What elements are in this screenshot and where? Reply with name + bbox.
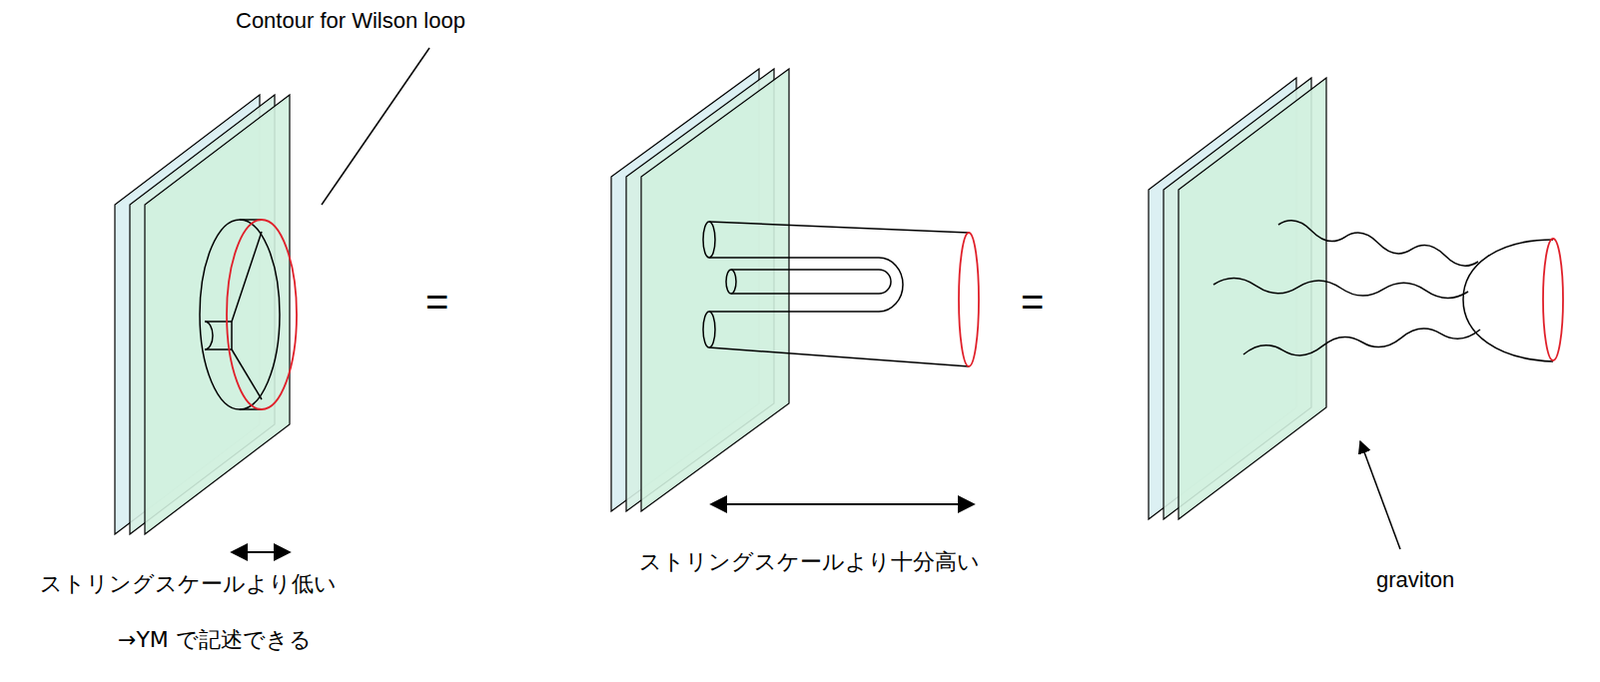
equals-sign: = (1020, 277, 1044, 326)
d-brane (144, 94, 290, 535)
graviton-lines (1213, 220, 1481, 356)
wilson-disc (199, 219, 280, 410)
callout-label: Contour for Wilson loop (235, 7, 466, 34)
distance-arrow (231, 551, 290, 554)
graviton-wave (1213, 278, 1469, 299)
wilson-contour (958, 232, 979, 367)
d-brane (1178, 77, 1327, 520)
scale-note: ストリングスケールより低い (39, 571, 337, 598)
scale-note: →YM で記述できる (117, 627, 312, 654)
d-brane (641, 68, 790, 512)
leader-arrow (1360, 441, 1401, 550)
scale-note: ストリングスケールより十分高い (639, 549, 980, 576)
string-tubes (703, 221, 969, 367)
equals-sign: = (425, 277, 449, 326)
wilson-contour (1543, 238, 1564, 361)
loop-cap (1463, 239, 1554, 362)
graviton-wave (1278, 220, 1479, 267)
graviton-label: graviton (1376, 567, 1455, 594)
graviton-wave (1243, 328, 1481, 356)
wilson-contour (226, 219, 297, 410)
distance-arrow (711, 503, 974, 506)
leader-line (321, 47, 430, 205)
